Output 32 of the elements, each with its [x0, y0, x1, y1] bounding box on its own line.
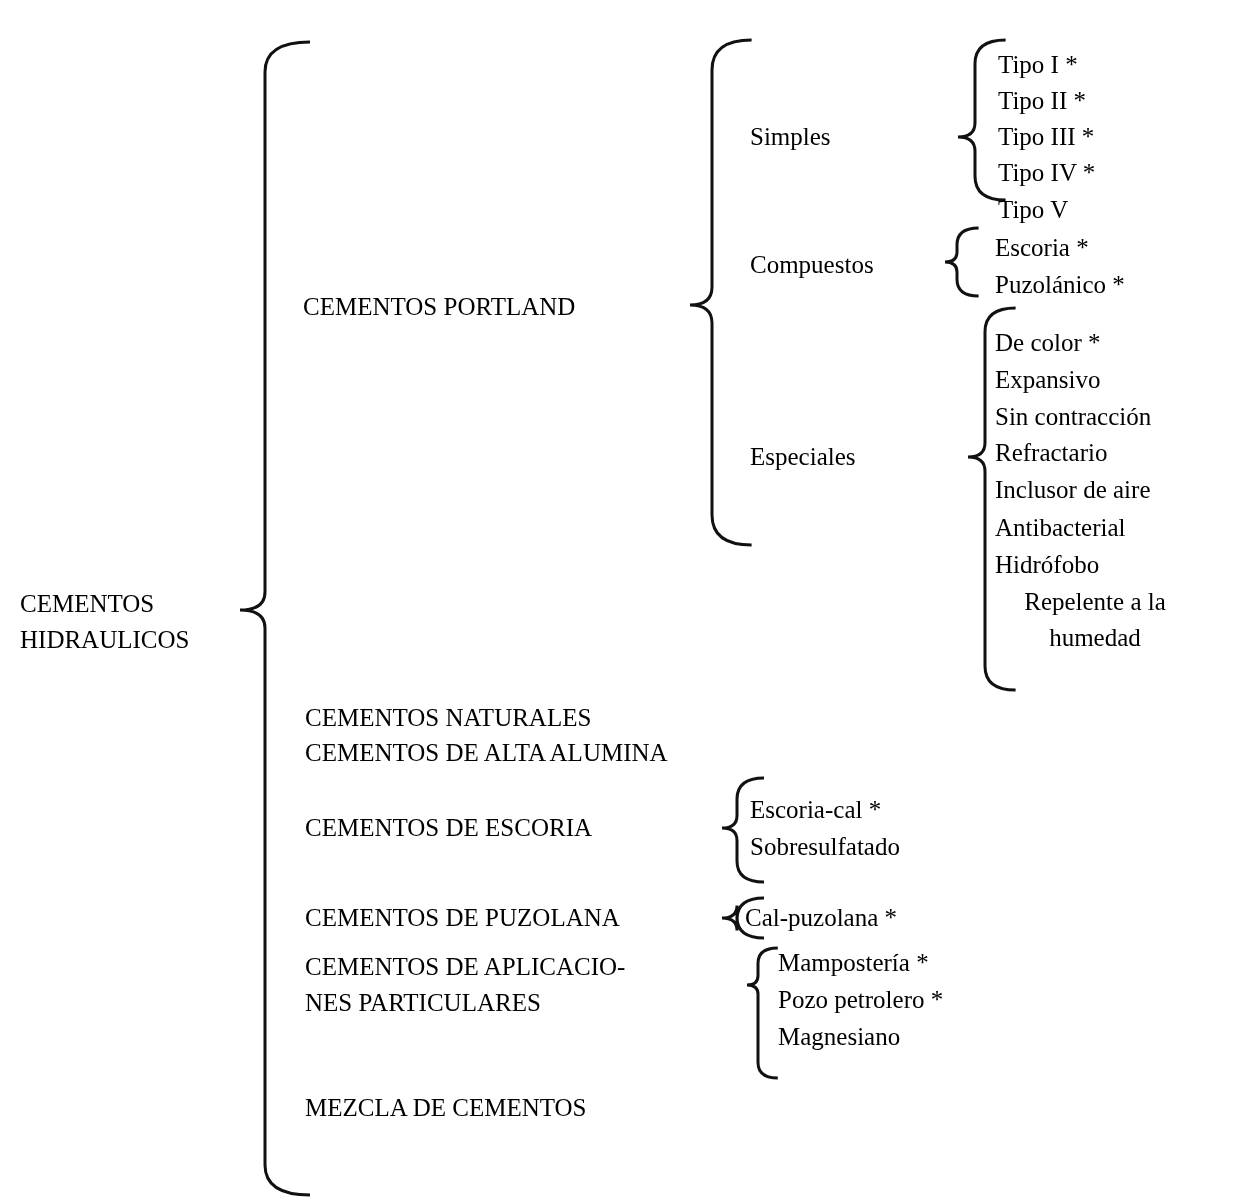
- category-label: Expansivo: [995, 365, 1101, 395]
- category-label: CEMENTOS DE ESCORIA: [305, 813, 593, 843]
- category-label: CEMENTOS DE APLICACIO- NES PARTICULARES: [305, 952, 627, 1018]
- category-label: CEMENTOS PORTLAND: [303, 292, 576, 322]
- category-label: Refractario: [995, 438, 1108, 468]
- category-label: Sin contracción: [995, 402, 1152, 432]
- category-label: Tipo III *: [998, 122, 1095, 152]
- category-label: Repelente a la humedad: [1023, 587, 1167, 653]
- category-label: Tipo II *: [998, 86, 1086, 116]
- category-label: CEMENTOS DE PUZOLANA: [305, 903, 620, 933]
- category-label: Antibacterial: [995, 513, 1126, 543]
- category-label: Cal-puzolana *: [745, 903, 898, 933]
- category-label: CEMENTOS NATURALES: [305, 703, 592, 733]
- category-label: Especiales: [750, 442, 856, 472]
- category-label: Puzolánico *: [995, 270, 1125, 300]
- category-label: Tipo IV *: [998, 158, 1096, 188]
- category-label: Hidrófobo: [995, 550, 1100, 580]
- category-label: Escoria-cal *: [750, 795, 882, 825]
- category-label: CEMENTOS DE ALTA ALUMINA: [305, 738, 668, 768]
- category-label: Pozo petrolero *: [778, 985, 944, 1015]
- category-label: De color *: [995, 328, 1101, 358]
- category-label: CEMENTOS HIDRAULICOS: [20, 589, 191, 655]
- category-label: Tipo V: [998, 195, 1069, 225]
- category-label: Sobresulfatado: [750, 832, 900, 862]
- category-label: MEZCLA DE CEMENTOS: [305, 1093, 587, 1123]
- category-label: Escoria *: [995, 233, 1089, 263]
- category-label: Tipo I *: [998, 50, 1078, 80]
- category-label: Compuestos: [750, 250, 874, 280]
- category-label: Inclusor de aire: [995, 475, 1151, 505]
- category-label: Magnesiano: [778, 1022, 901, 1052]
- category-label: Mampostería *: [778, 948, 929, 978]
- category-label: Simples: [750, 122, 831, 152]
